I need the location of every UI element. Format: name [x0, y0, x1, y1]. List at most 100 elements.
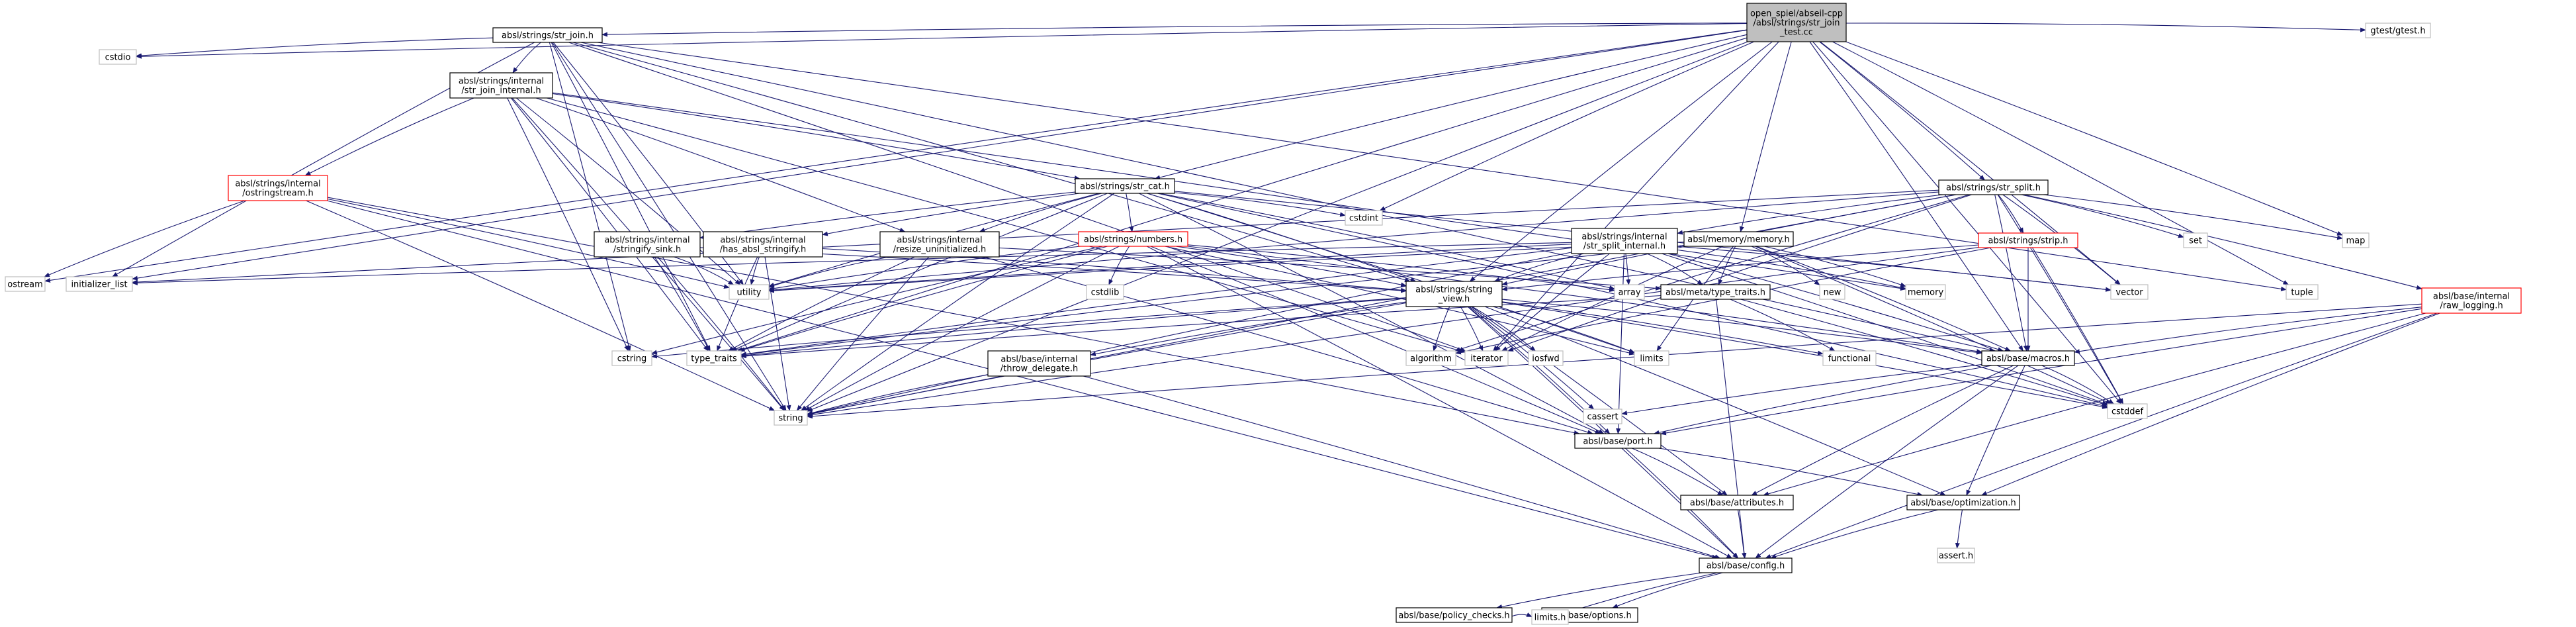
node-label: /absl/strings/str_join [1754, 19, 1840, 28]
edge-string_view_h-to-algorithm [1433, 306, 1450, 352]
edge-str_join_h-to-tuple [597, 42, 2287, 291]
node-new: new [1819, 284, 1845, 300]
edge-str_split_internal_h-to-utility [768, 244, 1572, 293]
node-label: cstddef [2111, 407, 2144, 417]
node-str-join-h[interactable]: absl/strings/str_join.h [492, 27, 603, 43]
node-port-h[interactable]: absl/base/port.h [1574, 433, 1662, 449]
node-label: /ostringstream.h [242, 189, 314, 199]
node-str-join-internal-h[interactable]: absl/strings/internal/str_join_internal.… [449, 72, 553, 99]
node-attributes-h[interactable]: absl/base/attributes.h [1680, 495, 1794, 510]
node-cstdio: cstdio [99, 49, 137, 65]
node-ostringstream-h[interactable]: absl/strings/internal/ostringstream.h [228, 175, 328, 201]
edge-str_split_internal_h-to-type_traits_meta [1646, 253, 1703, 285]
node-stringify-sink-h[interactable]: absl/strings/internal/stringify_sink.h [594, 231, 701, 258]
edge-str_cat_h-to-limits [1147, 193, 1635, 354]
edge-root-to-tuple [1832, 41, 2289, 285]
node-label: cstdio [105, 53, 131, 63]
edge-str_split_internal_h-to-string [807, 252, 1572, 416]
edge-string_view_h-to-cstring [651, 297, 1407, 359]
edge-macros_h-to-port_h [1653, 365, 1992, 435]
node-label: memory [1908, 288, 1944, 298]
node-label: set [2189, 236, 2202, 246]
node-box [1078, 231, 1188, 247]
node-macros-h[interactable]: absl/base/macros.h [1981, 350, 2075, 366]
edge-str_split_h-to-algorithm [1454, 194, 1970, 352]
node-string-view-h[interactable]: absl/strings/string_view.h [1405, 281, 1503, 307]
edge-root-to-macros_h [1809, 41, 2023, 352]
node-str-split-internal-h[interactable]: absl/strings/internal/str_split_internal… [1571, 228, 1678, 254]
node-has-absl-stringify-h[interactable]: absl/strings/internal/has_absl_stringify… [703, 231, 823, 258]
node-box [987, 350, 1091, 377]
edge-numbers_h-to-utility [768, 246, 1081, 291]
node-label: functional [1828, 354, 1871, 364]
node-root[interactable]: open_spiel/abseil-cpp/absl/strings/str_j… [1746, 3, 1847, 42]
edge-string_view_h-to-optimization_h [1484, 306, 1946, 496]
node-str-split-h[interactable]: absl/strings/str_split.h [1938, 179, 2049, 195]
edge-root-to-type_traits [736, 37, 1748, 352]
edge-resize_uninitialized_h-to-string [796, 256, 930, 411]
node-functional: functional [1822, 350, 1877, 366]
node-strip-h[interactable]: absl/strings/strip.h [1978, 232, 2078, 248]
edge-throw_delegate_h-to-string [807, 374, 989, 415]
node-box [2342, 232, 2370, 248]
node-array: array [1614, 284, 1645, 300]
edge-str_split_internal_h-to-string_view_h [1493, 253, 1584, 282]
edge-raw_logging_h-to-optimization_h [1980, 313, 2440, 496]
edge-string_view_h-to-iosfwd [1472, 306, 1536, 352]
node-cassert: cassert [1583, 409, 1622, 424]
node-box [1075, 178, 1175, 194]
edge-stringify_sink_h-to-utility [674, 256, 734, 285]
edge-config_h-to-options_h [1612, 572, 1723, 608]
edge-str_join_h-to-cstdio [136, 37, 494, 58]
node-resize-uninitialized-h[interactable]: absl/strings/internal/resize_uninitializ… [879, 231, 1000, 258]
node-label: absl/memory/memory.h [1687, 235, 1790, 245]
node-box [492, 27, 603, 43]
node-type-traits-meta[interactable]: absl/meta/type_traits.h [1660, 284, 1771, 300]
node-memory-h[interactable]: absl/memory/memory.h [1683, 231, 1794, 247]
edge-str_split_internal_h-to-memory [1677, 249, 1906, 290]
edge-resize_uninitialized_h-to-type_traits [728, 256, 915, 352]
node-box [2110, 284, 2149, 300]
node-box [1531, 609, 1569, 625]
node-policy-checks-h[interactable]: absl/base/policy_checks.h [1396, 607, 1513, 623]
edge-memory_h-to-iterator [1501, 246, 1724, 352]
node-optimization-h[interactable]: absl/base/optimization.h [1906, 495, 2020, 510]
node-label: _view.h [1438, 295, 1470, 305]
node-numbers-h[interactable]: absl/strings/numbers.h [1078, 231, 1188, 247]
node-limits: limits [1634, 350, 1669, 366]
node-box [1634, 350, 1669, 366]
edge-resize_uninitialized_h-to-port_h [983, 256, 1593, 435]
node-box [66, 276, 133, 292]
edge-string_view_h-to-config_h [1467, 306, 1738, 559]
node-box [1660, 284, 1771, 300]
node-label: absl/strings/internal [897, 236, 982, 246]
edge-str_split_internal_h-to-array [1625, 253, 1631, 285]
node-algorithm: algorithm [1405, 350, 1456, 366]
node-label: absl/base/port.h [1583, 437, 1652, 447]
edge-str_split_h-to-iterator [1507, 194, 1972, 352]
edge-config_h-to-limits_h [1568, 572, 1718, 613]
node-label: /resize_uninitialized.h [893, 245, 986, 255]
edge-raw_logging_h-to-attributes_h [1763, 313, 2426, 497]
node-raw-logging-h[interactable]: absl/base/internal/raw_logging.h [2421, 287, 2522, 314]
node-utility: utility [729, 284, 770, 300]
edge-str_join_internal_h-to-str_cat_h [552, 93, 1081, 181]
edge-policy_checks_h-to-limits_h [1511, 612, 1532, 617]
edge-root-to-map [1845, 41, 2343, 236]
edge-memory_h-to-macros_h [1756, 246, 2012, 352]
edge-str_join_h-to-type_traits [551, 42, 711, 352]
node-config-h[interactable]: absl/base/config.h [1699, 557, 1793, 573]
edge-string_view_h-to-iterator [1460, 306, 1484, 352]
edge-stringify_sink_h-to-string [657, 256, 785, 411]
edge-macros_h-to-cassert [1621, 364, 1982, 416]
node-label: absl/base/options.h [1548, 611, 1632, 621]
node-label: absl/base/internal [2433, 292, 2510, 302]
edge-raw_logging_h-to-config_h [1765, 313, 2438, 559]
node-label: vector [2115, 288, 2143, 298]
node-box [2107, 403, 2148, 419]
node-str-cat-h[interactable]: absl/strings/str_cat.h [1075, 178, 1175, 194]
node-label: iterator [1470, 354, 1503, 364]
edge-str_cat_h-to-numbers_h [1126, 193, 1134, 232]
node-label: array [1618, 288, 1640, 298]
node-throw-delegate-h[interactable]: absl/base/internal/throw_delegate.h [987, 350, 1091, 377]
